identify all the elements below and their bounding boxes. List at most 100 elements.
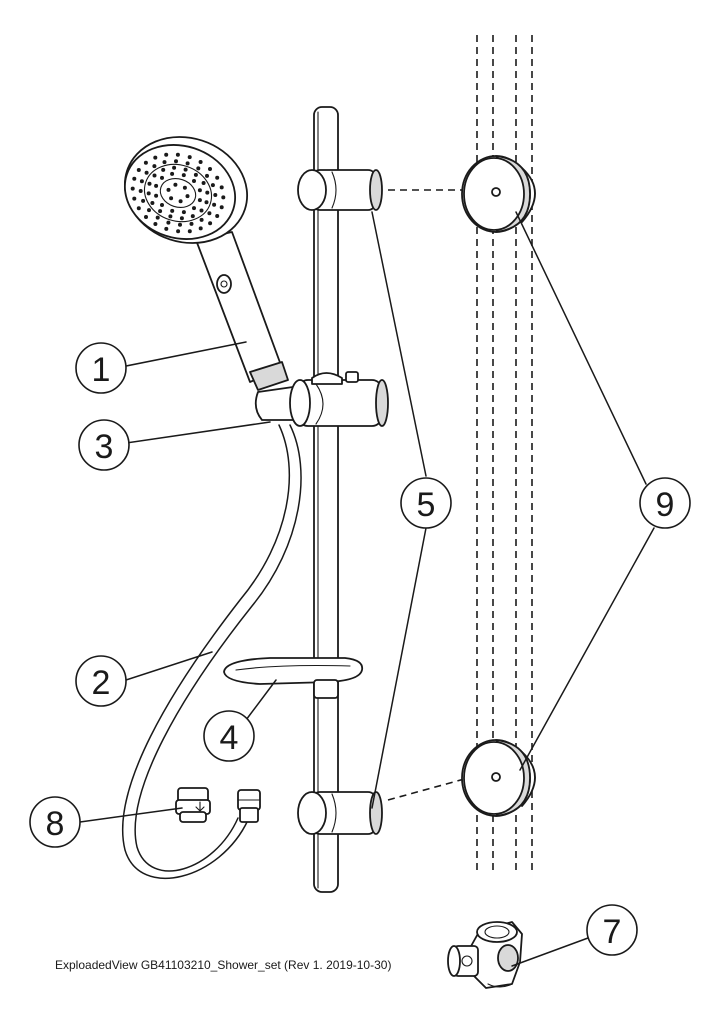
nozzle-dot xyxy=(170,171,175,176)
alignment-line-bottom xyxy=(387,777,469,801)
nozzle-dot xyxy=(132,196,137,201)
callout-8-label: 8 xyxy=(46,805,65,843)
nozzle-dot xyxy=(208,167,212,171)
nozzle-dot xyxy=(174,159,178,164)
callout-5: 5 xyxy=(400,477,452,529)
callout-4: 4 xyxy=(203,710,255,762)
nozzle-dot xyxy=(162,160,167,165)
callout-7-label: 7 xyxy=(603,913,622,951)
nozzle-dot xyxy=(158,209,163,214)
nozzle-dot xyxy=(201,181,206,185)
revision-caption: ExploadedView GB41103210_Shower_set (Rev… xyxy=(55,958,392,972)
soap-dish xyxy=(223,657,364,699)
nozzle-dot xyxy=(152,164,157,169)
callout-4-label: 4 xyxy=(220,719,239,757)
slide-rail xyxy=(313,106,339,893)
nozzle-dot xyxy=(143,160,148,165)
nozzle-dot xyxy=(176,229,181,234)
nozzle-dot xyxy=(187,155,192,160)
nozzle-dot xyxy=(172,165,177,170)
nozzle-dot xyxy=(153,155,158,160)
spray-nozzles xyxy=(130,152,226,234)
nozzle-dot xyxy=(170,208,175,213)
nozzle-dot xyxy=(153,222,158,226)
nozzle-dot xyxy=(154,183,159,188)
nozzle-dot xyxy=(185,161,190,166)
nozzle-dot xyxy=(168,214,173,219)
nozzle-dot xyxy=(181,173,186,178)
nozzle-dot xyxy=(183,167,188,172)
nozzle-dot xyxy=(160,203,164,207)
nozzle-dot xyxy=(198,160,203,164)
leader-lines xyxy=(79,211,655,967)
nozzle-dot xyxy=(150,201,155,205)
nozzle-dot xyxy=(198,226,203,231)
nozzle-dot xyxy=(204,200,209,205)
nozzle-dot xyxy=(169,196,174,201)
nozzle-dot xyxy=(154,193,159,198)
nozzle-dot xyxy=(181,210,186,215)
nozzle-dot xyxy=(182,185,187,190)
callout-9-label: 9 xyxy=(656,486,675,524)
nozzle-dot xyxy=(178,222,182,227)
nozzle-dot xyxy=(155,215,160,220)
nozzle-dot xyxy=(219,185,224,190)
rail-bracket-bottom xyxy=(297,791,383,835)
nozzle-dot xyxy=(187,229,192,234)
callout-5-label: 5 xyxy=(417,486,436,524)
callout-2-label: 2 xyxy=(92,664,111,702)
nozzle-dot xyxy=(207,211,212,216)
nozzle-dot xyxy=(147,181,152,186)
nozzle-dot xyxy=(144,170,149,175)
nozzle-dot xyxy=(197,188,202,193)
nozzle-dot xyxy=(147,208,151,213)
nozzle-dot xyxy=(197,198,202,203)
adapter-nipple xyxy=(175,787,211,823)
nozzle-dot xyxy=(138,189,143,193)
nozzle-dot xyxy=(212,202,217,207)
nozzle-dot xyxy=(161,167,166,172)
nozzle-dot xyxy=(215,214,220,218)
callout-3-label: 3 xyxy=(95,428,114,466)
nozzle-dot xyxy=(144,215,148,219)
nozzle-dot xyxy=(130,186,135,191)
nozzle-dot xyxy=(193,172,198,177)
nozzle-dot xyxy=(190,214,195,219)
rail-bracket-top xyxy=(297,169,383,211)
nozzle-dot xyxy=(164,152,169,157)
wall-mount-bottom xyxy=(461,739,536,817)
nozzle-dot xyxy=(215,175,220,180)
nozzle-dot xyxy=(146,191,151,196)
nozzle-dot xyxy=(219,205,224,210)
nozzle-dot xyxy=(166,220,171,225)
nozzle-dot xyxy=(164,226,169,231)
nozzle-dot xyxy=(199,217,204,222)
nozzle-dot xyxy=(221,195,226,200)
callout-2: 2 xyxy=(75,655,127,707)
nozzle-dot xyxy=(208,221,213,226)
nozzle-dot xyxy=(160,175,164,180)
nozzle-dot xyxy=(173,182,178,187)
nozzle-dot xyxy=(136,206,141,211)
callout-9: 9 xyxy=(639,477,691,529)
nozzle-dot xyxy=(192,179,196,183)
nozzle-dot xyxy=(152,173,157,178)
nozzle-dot xyxy=(196,166,201,171)
nozzle-dot xyxy=(179,216,184,221)
nozzle-dot xyxy=(189,221,194,226)
callout-3: 3 xyxy=(78,419,130,471)
nozzle-dot xyxy=(141,198,146,203)
callout-1-label: 1 xyxy=(92,351,111,389)
callout-8: 8 xyxy=(29,796,81,848)
nozzle-dot xyxy=(213,193,218,197)
tee-connector xyxy=(447,921,523,989)
shower-hose xyxy=(121,424,302,880)
nozzle-dot xyxy=(192,206,196,211)
hand-shower xyxy=(123,136,289,391)
wall-mount-top xyxy=(461,155,536,233)
nozzle-dot xyxy=(132,176,137,181)
nozzle-dot xyxy=(199,208,204,213)
nozzle-dot xyxy=(175,152,180,157)
nozzle-dot xyxy=(210,183,215,188)
